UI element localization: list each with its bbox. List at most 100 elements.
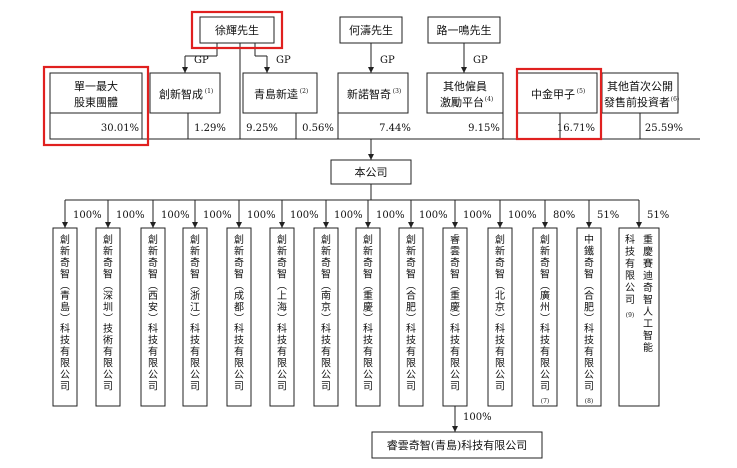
subsidiary-name: 公: [103, 370, 113, 381]
subsidiary-name: 南: [321, 289, 331, 302]
gp-arrow: [368, 67, 374, 73]
subsidiary-name: 有: [584, 345, 594, 358]
subsidiary-box: [355, 227, 381, 407]
subsidiary-name: 鐵: [584, 245, 594, 258]
note-marker: (1): [205, 88, 214, 95]
subsidiary-name: ︵: [234, 281, 244, 292]
subsidiary-arrow: [150, 222, 156, 228]
subsidiary-name: 科: [584, 322, 594, 335]
subsidiary-name: 智: [103, 268, 113, 281]
shareholder-box: [49, 72, 143, 114]
subsidiary-name: 肥: [584, 302, 594, 314]
subsidiary-name: 新: [148, 245, 158, 258]
shareholder-name: 股東團體: [74, 96, 118, 109]
subsidiary-name: ︵: [363, 281, 373, 292]
subsidiary-name: 有: [103, 345, 113, 358]
subsidiary-name: ︶: [321, 313, 331, 325]
subsidiary-box: [52, 227, 78, 407]
subsidiary-name: 合: [406, 289, 416, 302]
subsidiary-name: 技: [584, 334, 594, 347]
subsidiary-name: 奇: [406, 256, 416, 269]
sub-subsidiary-name: 睿雲奇智(青島)科技有限公司: [387, 438, 528, 452]
subsidiary-name: 智: [406, 268, 416, 281]
subsidiary-name: 限: [363, 358, 373, 370]
subsidiary-name: 公: [321, 370, 331, 381]
subsidiary-name: 州: [540, 302, 550, 314]
subsidiary-name: 智: [148, 268, 158, 281]
subsidiary-name: 創: [406, 234, 416, 246]
gp-label: GP: [194, 55, 209, 66]
subsidiary-name: 智: [584, 268, 594, 281]
subsidiary-name: 技: [60, 334, 70, 347]
subsidiary-name: 奇: [234, 256, 244, 269]
subsidiary-name: 有: [60, 345, 70, 358]
subsidiary-name: 新: [406, 245, 416, 258]
subsidiary-name: 創: [321, 234, 331, 246]
subsidiary-name: 新: [234, 245, 244, 258]
subsidiary-name: 技: [234, 334, 244, 347]
subsidiary-name: 司: [103, 382, 113, 393]
subsidiary-name: 公: [190, 370, 200, 381]
subsidiary-box: [532, 227, 558, 407]
subsidiary-name: ︵: [277, 281, 287, 292]
subsidiary-name: 奇: [363, 256, 373, 269]
subsidiary-percentage: 100%: [203, 210, 232, 221]
subsidiary-box: [226, 227, 252, 407]
subsidiary-name: 奇: [321, 256, 331, 269]
shareholder-box: [242, 72, 318, 114]
subsidiary-name: 限: [60, 358, 70, 370]
subsidiary-name: 創: [277, 234, 287, 246]
subsidiary-percentage: 100%: [376, 210, 405, 221]
subsidiary-name: 技: [190, 334, 200, 347]
subsidiary-name: ︶: [148, 313, 158, 325]
shareholder-name: 青島新逵: [254, 87, 298, 101]
shareholder-box: [426, 72, 504, 114]
subsidiary-name: 限: [277, 358, 287, 370]
subsidiary-name: ︶: [406, 313, 416, 325]
subsidiary-name: 新: [190, 245, 200, 258]
subsidiary-name: 限: [495, 358, 505, 370]
subsidiary-name: 有: [625, 257, 635, 270]
subsidiary-name: 智: [60, 268, 70, 281]
subsidiary-name: 賽: [643, 257, 653, 270]
subsidiary-name: 上: [277, 290, 287, 302]
subsidiary-name: 限: [148, 358, 158, 370]
subsidiary-box: [618, 227, 660, 407]
subsidiary-name: 科: [625, 233, 635, 246]
subsidiary-name: 技: [625, 245, 635, 258]
subsidiary-name: 有: [148, 345, 158, 358]
subsidiary-name: 司: [363, 382, 373, 393]
subsidiary-name: 重: [450, 289, 460, 302]
subsidiary-name: 島: [60, 301, 70, 314]
subsidiary-name: 科: [148, 322, 158, 335]
subsidiary-name: 京: [495, 301, 505, 314]
shareholder-name: 其他僱員: [443, 79, 487, 93]
subsidiary-name: 智: [190, 268, 200, 281]
shareholder-name: 單一最大: [74, 79, 118, 93]
company-box: [330, 159, 412, 185]
subsidiary-percentage: 100%: [73, 210, 102, 221]
subsidiary-name: 科: [234, 322, 244, 335]
subsidiary-name: 有: [540, 345, 550, 358]
subsidiary-box: [269, 227, 295, 407]
shareholder-box: [516, 72, 598, 114]
sub-subsidiary-percentage: 100%: [463, 412, 492, 423]
gp-label: GP: [473, 55, 488, 66]
subsidiary-name: 科: [60, 322, 70, 335]
subsidiary-percentage: 100%: [419, 210, 448, 221]
subsidiary-percentage: 100%: [116, 210, 145, 221]
person-name: 徐輝先生: [215, 23, 259, 37]
person-name: 何濤先生: [349, 23, 393, 37]
subsidiary-name: 廣: [540, 289, 550, 302]
subsidiary-name: 限: [190, 358, 200, 370]
subsidiary-name: 重: [363, 289, 373, 302]
subsidiary-name: 科: [321, 322, 331, 335]
subsidiary-arrow: [636, 222, 642, 228]
subsidiary-name: 奇: [277, 256, 287, 269]
subsidiary-name: 能: [643, 341, 653, 354]
subsidiary-name: ︶: [363, 313, 373, 325]
subsidiary-name: ︶: [277, 313, 287, 325]
note-marker: (4): [485, 96, 494, 103]
subsidiary-name: ︶: [60, 313, 70, 325]
